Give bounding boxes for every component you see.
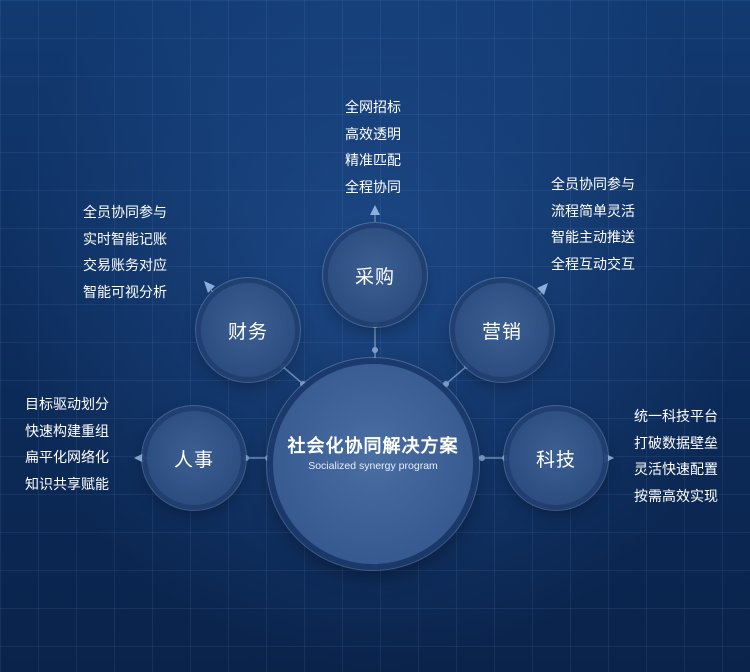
list-item: 高效透明 — [345, 126, 401, 143]
list-item: 智能可视分析 — [83, 284, 167, 301]
list-item: 知识共享赋能 — [25, 476, 109, 493]
center-title: 社会化协同解决方案 — [287, 436, 459, 457]
node-finance-label: 财务 — [227, 320, 268, 343]
list-item: 按需高效实现 — [634, 488, 718, 505]
connector-marketing — [445, 365, 468, 385]
node-tech: 科技 — [509, 411, 603, 505]
list-item: 灵活快速配置 — [634, 462, 718, 478]
list-item: 实时智能记账 — [83, 231, 167, 248]
center-subtitle: Socialized synergy program — [308, 460, 438, 472]
list-item: 全员协同参与 — [551, 177, 635, 193]
list-item: 交易账务对应 — [83, 258, 167, 274]
pointer-hr — [134, 453, 144, 463]
list-item: 统一科技平台 — [634, 409, 718, 425]
list-item: 全程协同 — [345, 179, 401, 196]
list-item: 打破数据壁垒 — [634, 435, 718, 452]
finance-list: 全员协同参与 实时智能记账 交易账务对应 智能可视分析 — [83, 200, 167, 306]
list-item: 目标驱动划分 — [25, 397, 109, 413]
node-marketing: 营销 — [455, 283, 549, 377]
tech-list: 统一科技平台 打破数据壁垒 灵活快速配置 按需高效实现 — [634, 404, 718, 510]
node-hr-label: 人事 — [173, 448, 214, 471]
list-item: 精准匹配 — [345, 153, 401, 169]
node-hr: 人事 — [147, 411, 241, 505]
pointer-procurement — [370, 205, 380, 215]
list-item: 全员协同参与 — [83, 205, 167, 221]
list-item: 扁平化网络化 — [25, 450, 109, 466]
list-item: 流程简单灵活 — [551, 203, 635, 220]
list-item: 快速构建重组 — [25, 423, 109, 440]
pointer-tech — [604, 453, 614, 463]
connector-finance — [281, 365, 304, 385]
list-item: 全程互动交互 — [551, 256, 635, 273]
node-procurement: 采购 — [328, 228, 422, 322]
marketing-list: 全员协同参与 流程简单灵活 智能主动推送 全程互动交互 — [551, 172, 635, 278]
node-procurement-label: 采购 — [354, 265, 395, 288]
list-item: 全网招标 — [345, 100, 401, 116]
node-tech-label: 科技 — [535, 448, 576, 471]
node-finance: 财务 — [201, 283, 295, 377]
hr-list: 目标驱动划分 快速构建重组 扁平化网络化 知识共享赋能 — [25, 392, 109, 498]
node-marketing-label: 营销 — [481, 320, 522, 343]
pointer-finance — [204, 281, 215, 293]
pointer-marketing — [537, 283, 548, 295]
list-item: 智能主动推送 — [551, 230, 635, 246]
procurement-list: 全网招标 高效透明 精准匹配 全程协同 — [345, 95, 401, 201]
center-hub: 社会化协同解决方案 Socialized synergy program — [273, 364, 473, 564]
